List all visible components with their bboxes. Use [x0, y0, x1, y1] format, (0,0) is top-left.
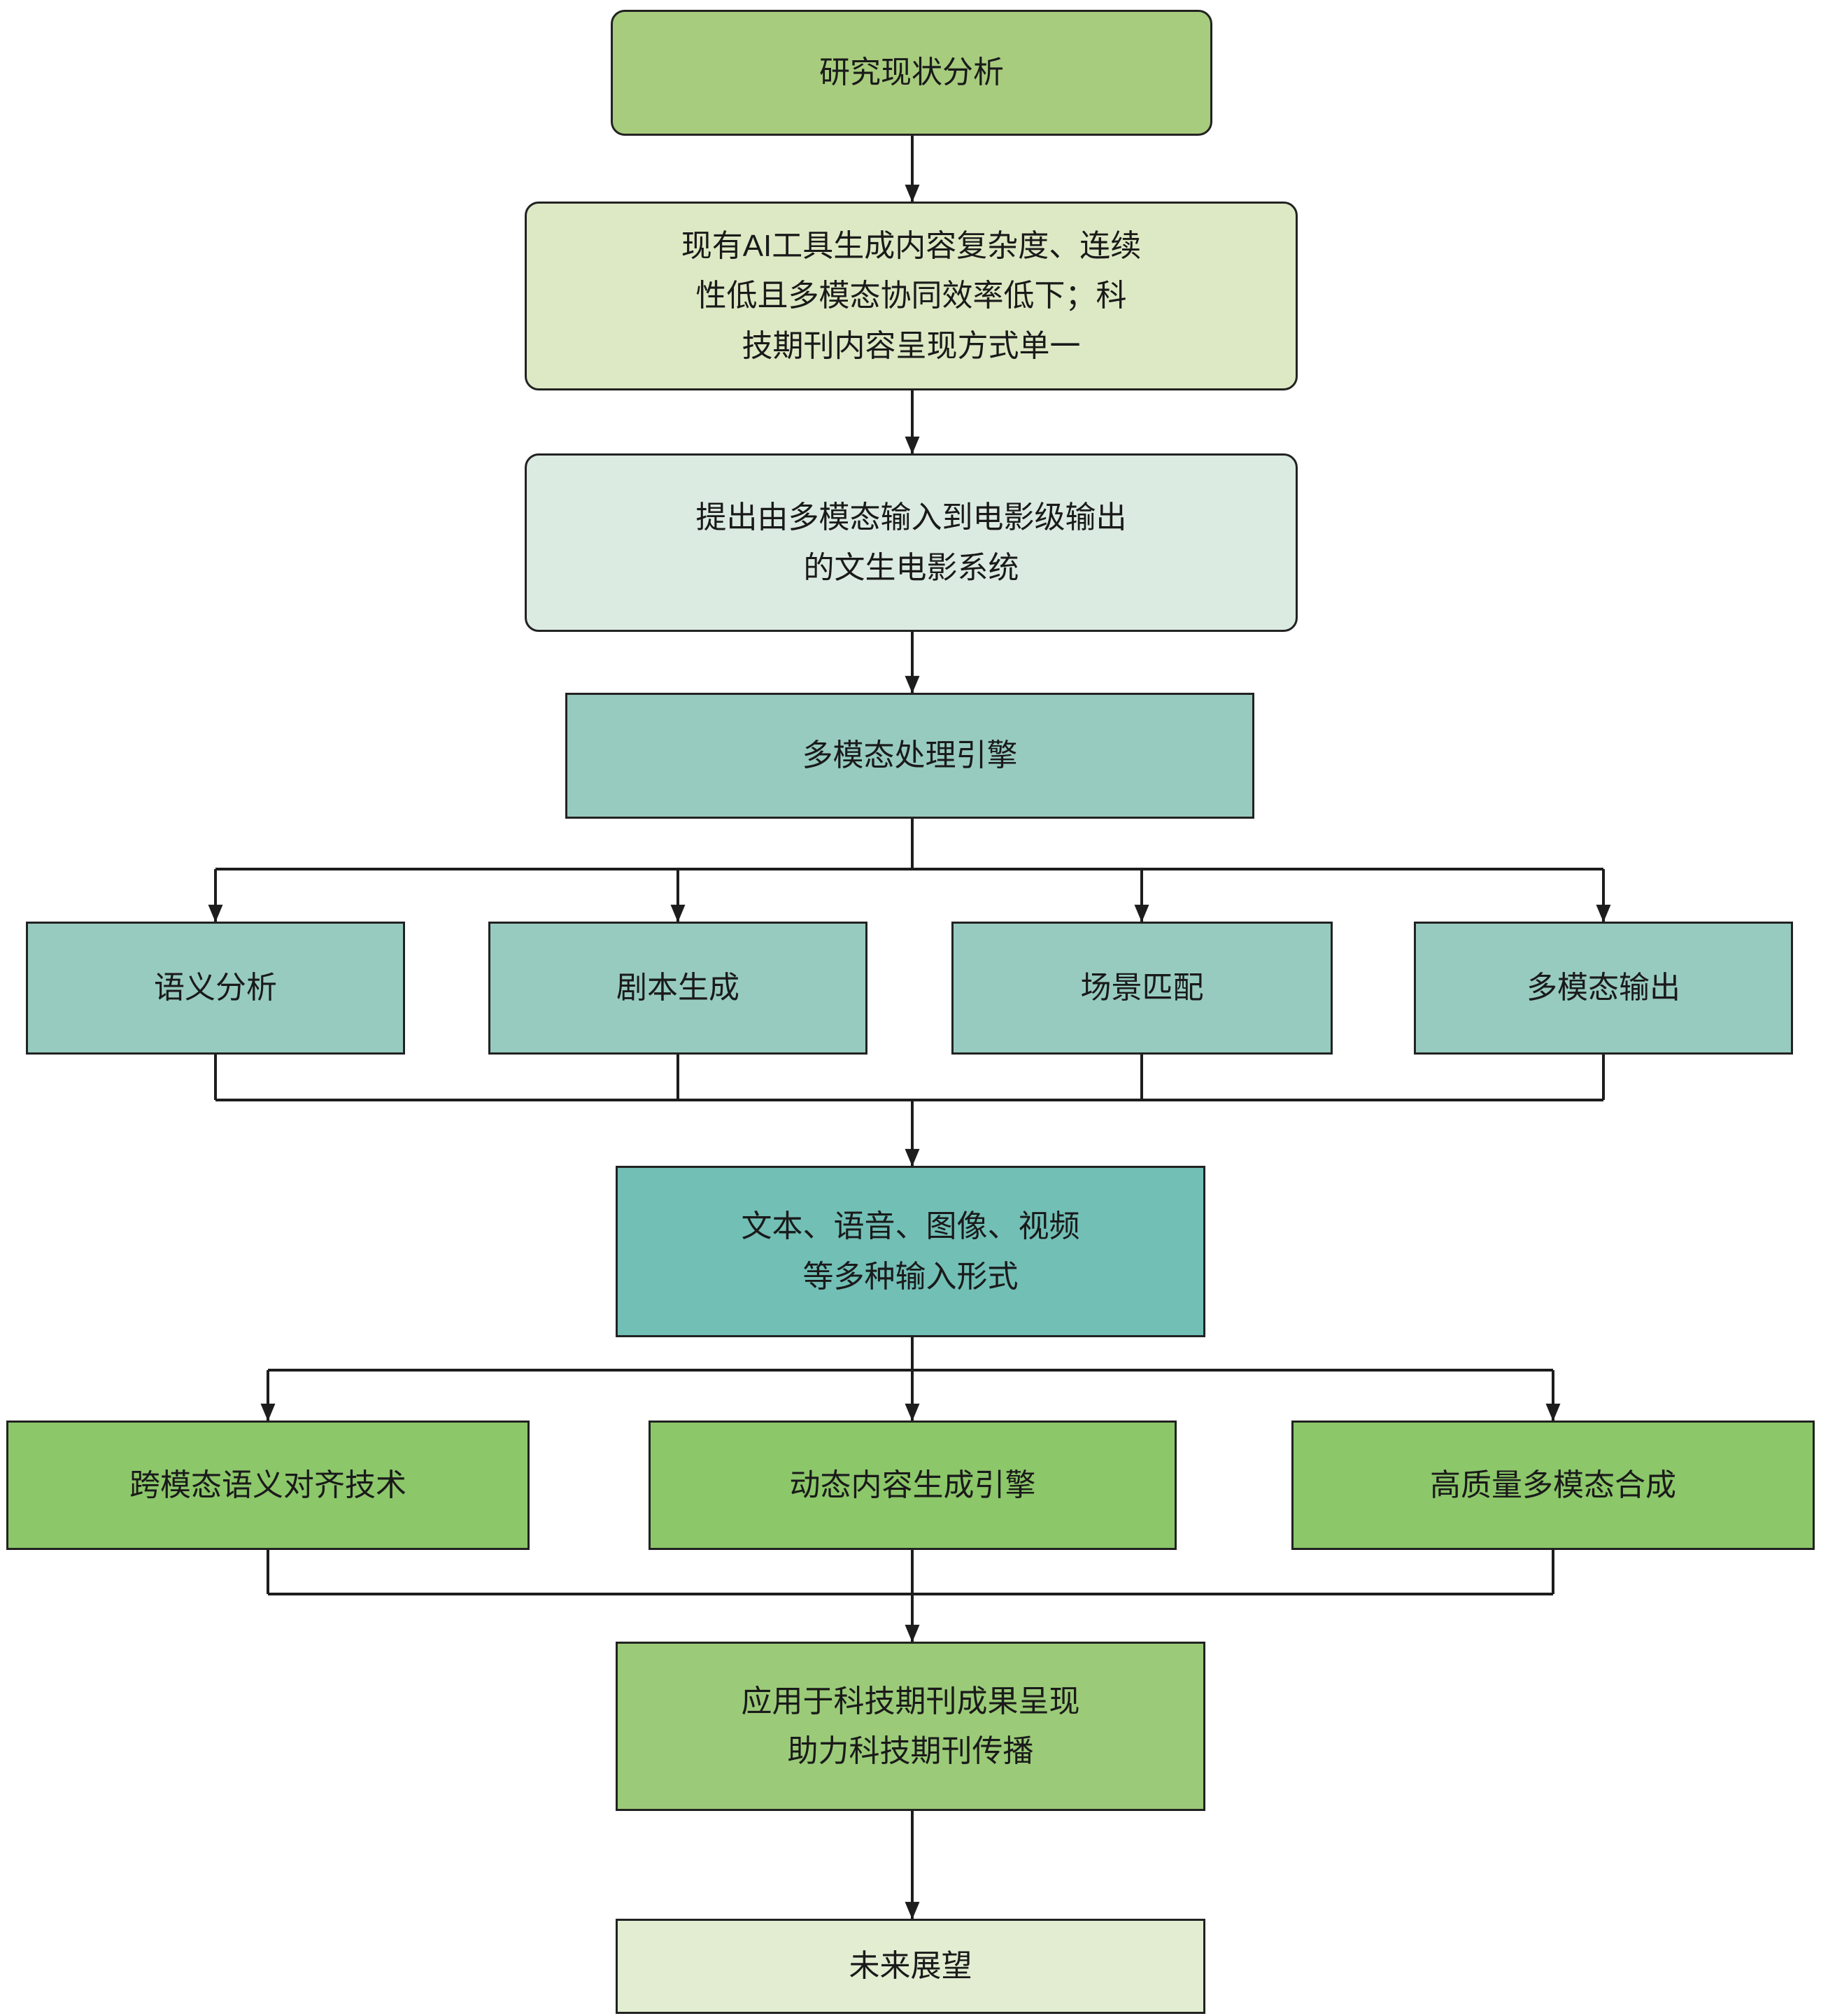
node-multimodal-output-label: 多模态输出 [1526, 971, 1680, 1006]
node-script-generation: 剧本生成 [488, 922, 867, 1055]
node-engine-label: 多模态处理引擎 [802, 738, 1018, 773]
node-dynamic-content-engine: 动态内容生成引擎 [649, 1421, 1177, 1550]
node-multimodal-output: 多模态输出 [1414, 922, 1793, 1055]
node-cross-modal-alignment-label: 跨模态语义对齐技术 [129, 1467, 406, 1502]
node-semantic-analysis: 语义分析 [26, 922, 405, 1055]
node-journal-application: 应用于科技期刊成果呈现 助力科技期刊传播 [616, 1642, 1205, 1811]
node-problem-label: 现有AI工具生成内容复杂度、连续 性低且多模态协同效率低下；科 技期刊内容呈现方… [681, 229, 1142, 363]
node-problem: 现有AI工具生成内容复杂度、连续 性低且多模态协同效率低下；科 技期刊内容呈现方… [525, 202, 1298, 390]
node-engine: 多模态处理引擎 [565, 693, 1254, 819]
node-input-forms-label: 文本、语音、图像、视频 等多种输入形式 [741, 1209, 1080, 1294]
node-proposal: 提出由多模态输入到电影级输出 的文生电影系统 [525, 453, 1298, 632]
node-high-quality-synthesis-label: 高质量多模态合成 [1430, 1467, 1676, 1502]
node-scene-matching-label: 场景匹配 [1080, 971, 1204, 1006]
node-future-outlook-label: 未来展望 [849, 1949, 972, 1984]
node-dynamic-content-engine-label: 动态内容生成引擎 [789, 1467, 1036, 1502]
node-semantic-analysis-label: 语义分析 [154, 971, 277, 1006]
node-research-status: 研究现状分析 [611, 10, 1212, 136]
node-scene-matching: 场景匹配 [951, 922, 1333, 1055]
node-future-outlook: 未来展望 [616, 1919, 1205, 2014]
node-script-generation-label: 剧本生成 [616, 971, 739, 1006]
node-journal-application-label: 应用于科技期刊成果呈现 助力科技期刊传播 [741, 1684, 1080, 1768]
node-high-quality-synthesis: 高质量多模态合成 [1291, 1421, 1815, 1550]
node-input-forms: 文本、语音、图像、视频 等多种输入形式 [616, 1166, 1205, 1337]
node-cross-modal-alignment: 跨模态语义对齐技术 [6, 1421, 530, 1550]
node-proposal-label: 提出由多模态输入到电影级输出 的文生电影系统 [695, 500, 1127, 585]
node-research-status-label: 研究现状分析 [819, 55, 1004, 90]
